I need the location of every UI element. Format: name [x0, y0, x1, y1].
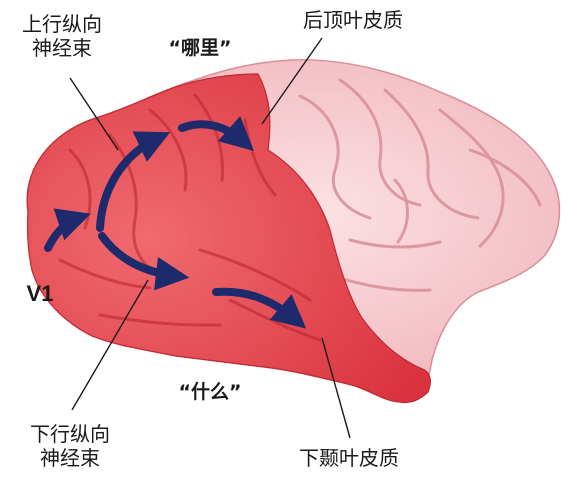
label-inferior-fasciculus-line1: 下行纵向 [30, 422, 110, 446]
ventral-arrow-2 [212, 287, 307, 329]
leader-line-inferior-temporal [321, 337, 351, 439]
label-superior-fasciculus-line2: 神经束 [32, 36, 92, 60]
ventral-arrow-1 [98, 232, 190, 291]
leader-line-superior-fasciculus [69, 77, 119, 151]
dorsal-arrow-2 [96, 131, 171, 232]
label-where-stream: “哪里” [168, 37, 232, 59]
label-posterior-parietal-cortex: 后顶叶皮质 [303, 8, 403, 32]
dorsal-stream-arrows [44, 116, 255, 252]
label-v1: V1 [26, 281, 54, 306]
label-what-stream: “什么” [178, 381, 242, 403]
label-inferior-temporal-cortex: 下颞叶皮质 [299, 446, 399, 470]
ventral-stream-arrows [98, 232, 307, 329]
label-inferior-fasciculus-line2: 神经束 [40, 446, 100, 470]
leader-lines [69, 37, 351, 439]
parietal-gyri [278, 78, 542, 297]
leader-line-posterior-parietal [261, 37, 323, 125]
leader-line-inferior-fasciculus [71, 279, 149, 411]
label-superior-longitudinal-fasciculus: 上行纵向 神经束 [2, 12, 122, 60]
label-inferior-longitudinal-fasciculus: 下行纵向 神经束 [10, 422, 130, 470]
label-superior-fasciculus-line1: 上行纵向 [22, 12, 102, 36]
dorsal-arrow-3 [178, 116, 255, 151]
dorsal-arrow-1 [44, 208, 91, 252]
